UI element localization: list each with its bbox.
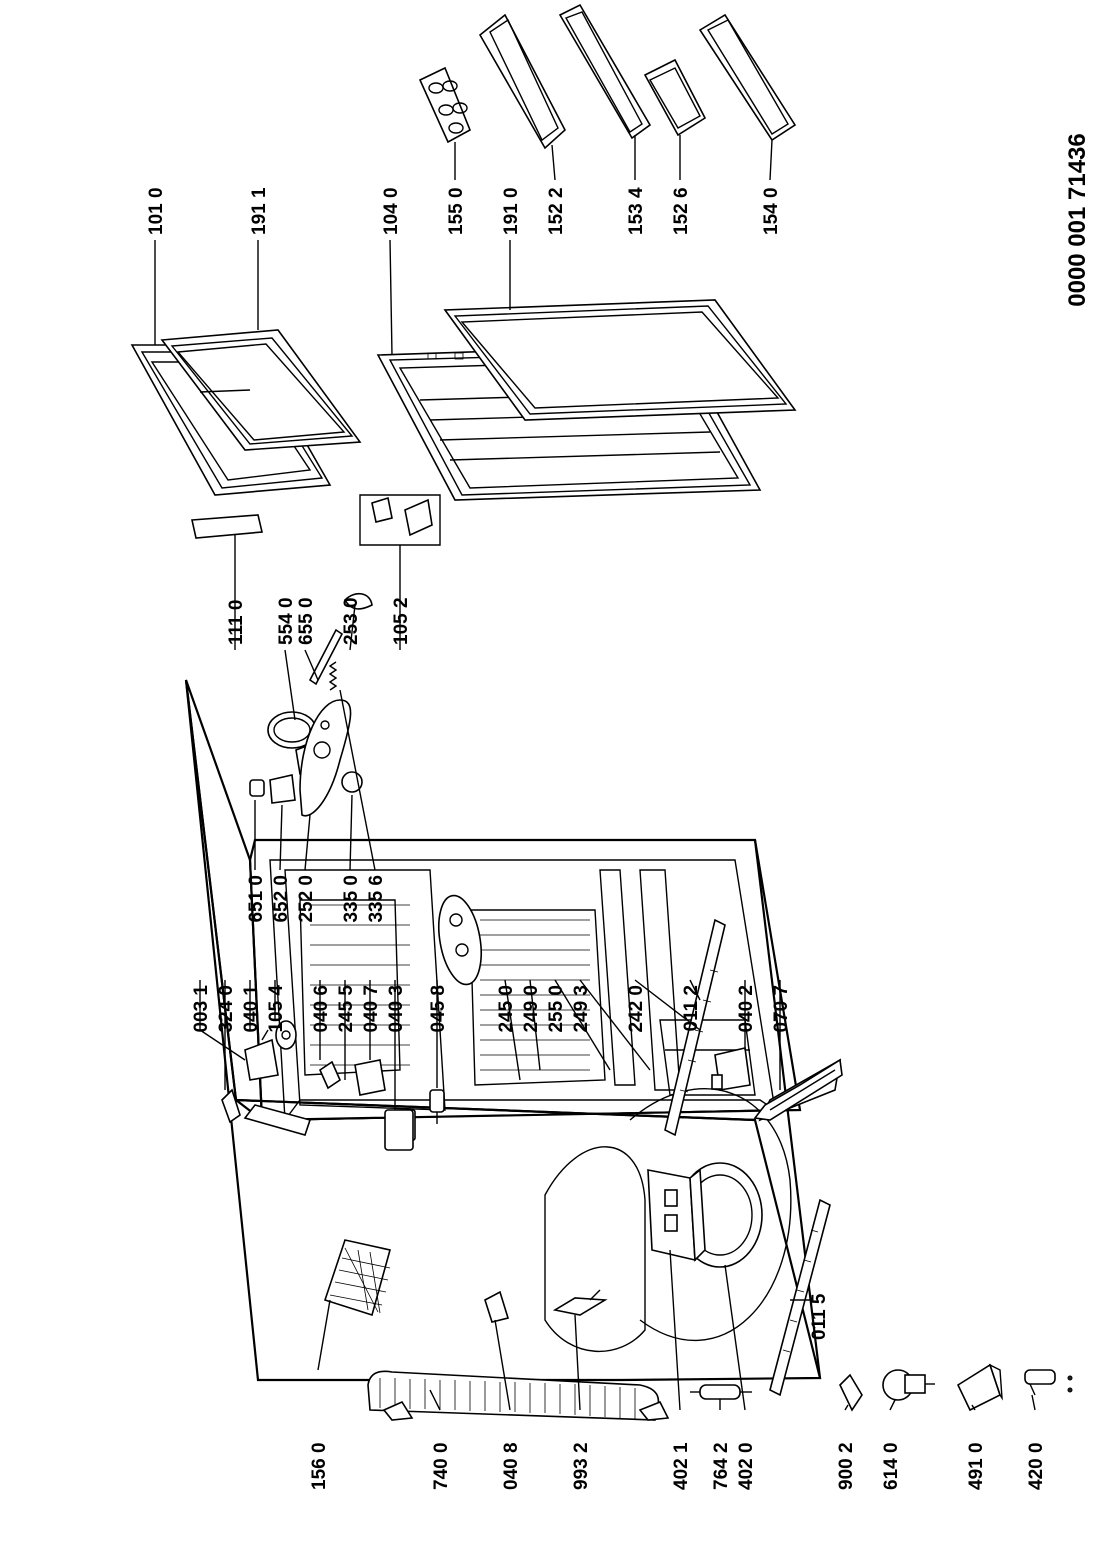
fridge-door bbox=[376, 299, 797, 501]
label-191-1: 191 1 bbox=[249, 187, 270, 235]
label-104-0: 104 0 bbox=[381, 187, 402, 235]
label-155-0: 155 0 bbox=[446, 187, 467, 235]
compressor-area bbox=[544, 1088, 831, 1400]
label-152-2: 152 2 bbox=[546, 187, 567, 235]
label-651-0: 651 0 bbox=[246, 875, 267, 923]
cover-111 bbox=[191, 514, 263, 539]
label-152-6: 152 6 bbox=[671, 187, 692, 235]
leader-lines bbox=[154, 135, 1036, 1411]
thermostat-group bbox=[249, 592, 373, 817]
label-040-1: 040 1 bbox=[241, 985, 262, 1033]
label-335-0: 335 0 bbox=[341, 875, 362, 923]
label-105-4: 105 4 bbox=[266, 985, 287, 1033]
label-191-0: 191 0 bbox=[501, 187, 522, 235]
condenser bbox=[367, 1370, 670, 1421]
label-614-0: 614 0 bbox=[881, 1442, 902, 1490]
label-249-0: 249 0 bbox=[521, 985, 542, 1033]
label-764-2: 764 2 bbox=[711, 1442, 732, 1490]
part-labels: 003 1 324 0 040 1 105 4 040 6 245 5 040 … bbox=[146, 187, 1047, 1490]
door-shelves bbox=[418, 3, 797, 150]
drawing-code: 0000 001 71436 bbox=[1064, 133, 1091, 307]
label-040-2: 040 2 bbox=[736, 985, 757, 1033]
label-252-0: 252 0 bbox=[296, 875, 317, 923]
label-070-7: 070 7 bbox=[771, 985, 792, 1033]
label-040-6: 040 6 bbox=[311, 985, 332, 1033]
label-105-2: 105 2 bbox=[391, 597, 412, 645]
label-040-8: 040 8 bbox=[501, 1442, 522, 1490]
label-245-5: 245 5 bbox=[336, 985, 357, 1033]
label-402-1: 402 1 bbox=[671, 1442, 692, 1490]
label-156-0: 156 0 bbox=[309, 1442, 330, 1490]
label-900-2: 900 2 bbox=[836, 1442, 857, 1490]
label-335-6: 335 6 bbox=[366, 875, 387, 923]
label-101-0: 101 0 bbox=[146, 187, 167, 235]
label-249-3: 249 3 bbox=[571, 985, 592, 1033]
label-402-0: 402 0 bbox=[736, 1442, 757, 1490]
label-011-2: 011 2 bbox=[681, 985, 702, 1032]
label-255-0: 255 0 bbox=[546, 985, 567, 1033]
label-242-0: 242 0 bbox=[626, 985, 647, 1033]
label-491-0: 491 0 bbox=[966, 1442, 987, 1490]
label-740-0: 740 0 bbox=[431, 1442, 452, 1490]
label-324-0: 324 0 bbox=[216, 985, 237, 1033]
label-040-7: 040 7 bbox=[361, 985, 382, 1033]
loose-parts-left bbox=[221, 918, 843, 1323]
label-655-0: 655 0 bbox=[296, 597, 317, 645]
label-154-0: 154 0 bbox=[761, 187, 782, 235]
rear-grille bbox=[323, 1239, 391, 1317]
electrical-parts bbox=[839, 1363, 1073, 1412]
freezer-door bbox=[130, 329, 362, 496]
label-111-0: 111 0 bbox=[226, 600, 247, 645]
label-040-3: 040 3 bbox=[386, 985, 407, 1033]
label-253-0: 253 0 bbox=[341, 597, 362, 645]
label-011-5: 011 5 bbox=[809, 1293, 830, 1340]
label-003-1: 003 1 bbox=[191, 985, 212, 1033]
hinge-kit bbox=[359, 494, 441, 546]
label-554-0: 554 0 bbox=[276, 597, 297, 645]
label-045-8: 045 8 bbox=[428, 985, 449, 1033]
label-153-4: 153 4 bbox=[626, 187, 647, 235]
label-993-2: 993 2 bbox=[571, 1442, 592, 1490]
label-245-0: 245 0 bbox=[496, 985, 517, 1033]
label-420-0: 420 0 bbox=[1026, 1442, 1047, 1490]
label-652-0: 652 0 bbox=[271, 875, 292, 923]
